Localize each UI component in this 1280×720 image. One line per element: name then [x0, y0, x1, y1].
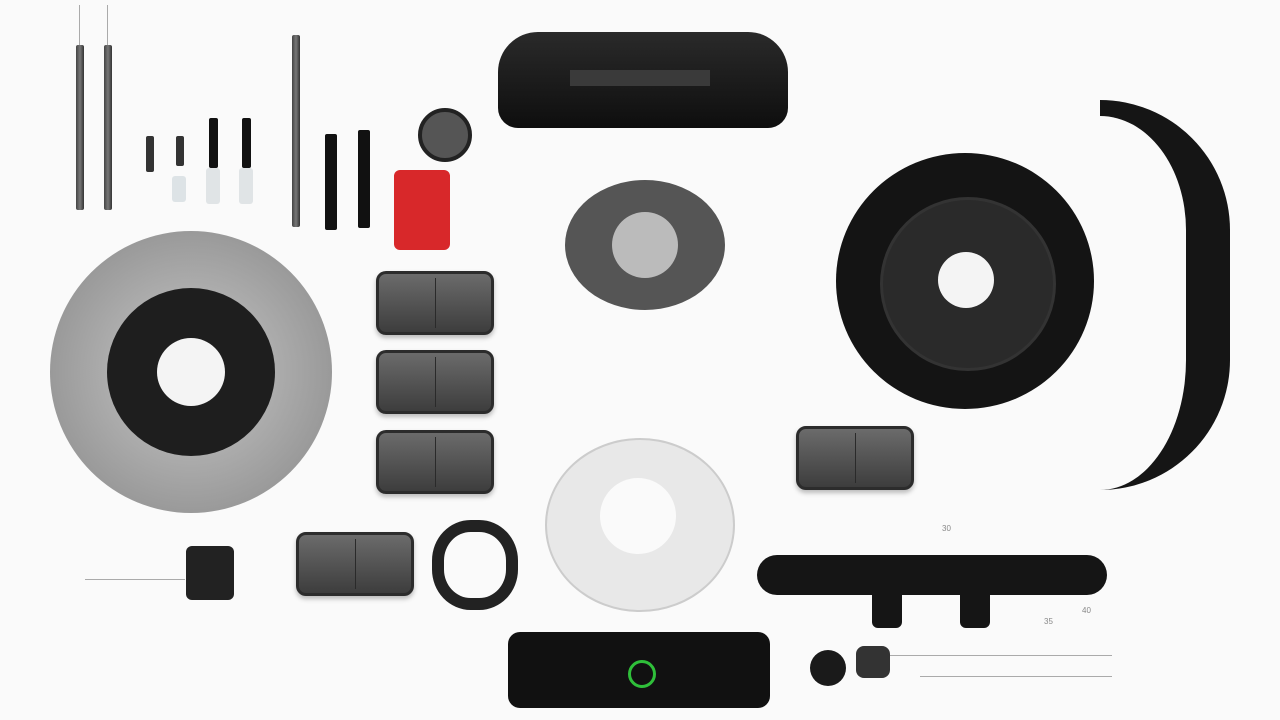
sensor-ring [628, 660, 656, 688]
red-bracket [394, 170, 450, 250]
brake-pad [296, 532, 414, 596]
guide-rod [76, 45, 84, 210]
grommet [856, 646, 890, 678]
mounting-bracket [757, 555, 1107, 595]
cap [418, 108, 472, 162]
pin-with-sleeve [176, 136, 184, 166]
seal-ring [432, 520, 518, 610]
brake-hose-arm [1100, 100, 1230, 490]
rubber-boot [358, 130, 370, 228]
callout-label: 35 [1044, 617, 1053, 626]
callout-label: 40 [1082, 606, 1091, 615]
brake-pad [376, 271, 494, 335]
brake-pad [796, 426, 914, 490]
knob [810, 650, 846, 686]
short-pin [146, 136, 154, 172]
brake-pad [376, 350, 494, 414]
brake-pad [376, 430, 494, 494]
bushing-pin [242, 118, 251, 168]
rubber-boot [325, 134, 337, 230]
bushing-pin [209, 118, 218, 168]
small-bracket [186, 546, 234, 600]
callout-label: 30 [942, 524, 951, 533]
long-rod [292, 35, 300, 227]
guide-rod [104, 45, 112, 210]
